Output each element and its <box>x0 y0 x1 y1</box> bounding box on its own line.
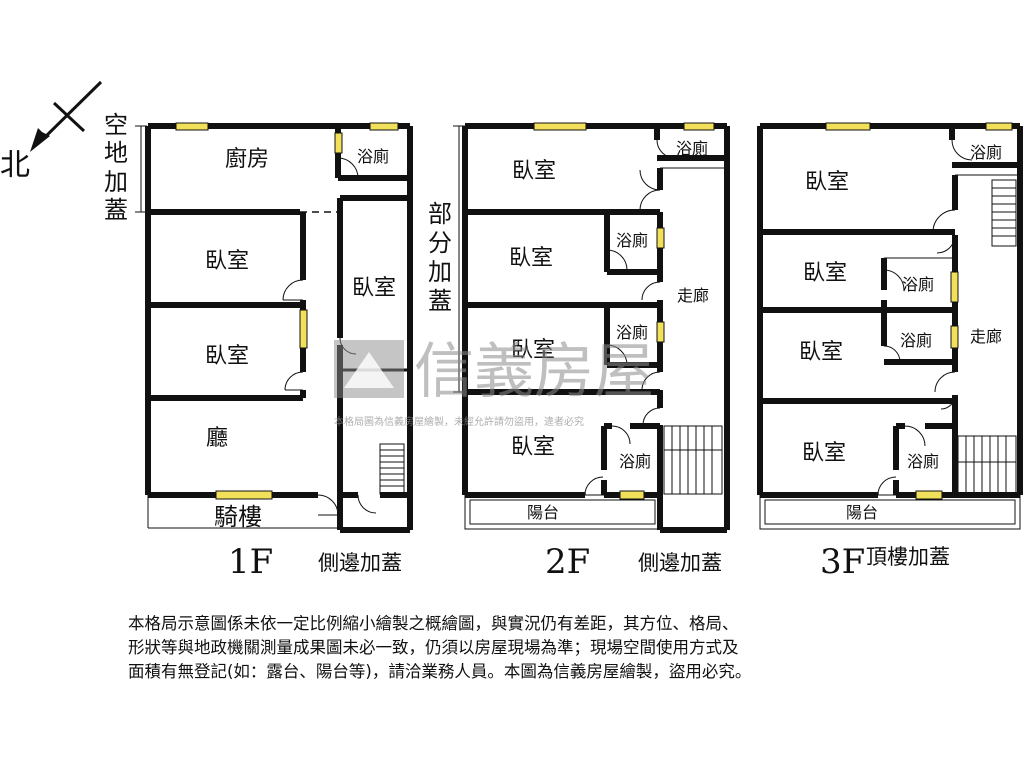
side-label-2f: 側邊加蓋 <box>638 551 722 575</box>
room-label-3f-bath-1: 浴廁 <box>970 143 1002 162</box>
compass-cross-line <box>52 101 86 133</box>
room-label-2f-bath-4: 浴廁 <box>619 452 651 471</box>
open-space-char-1: 空 <box>104 111 128 139</box>
room-label-living: 廳 <box>206 426 228 451</box>
room-label-2f-balcony: 陽台 <box>527 503 559 522</box>
room-label-2f-bath-1: 浴廁 <box>676 139 708 158</box>
disclaimer: 本格局示意圖係未依一定比例縮小繪製之概繪圖，與實況仍有差距，其方位、格局、 形狀… <box>128 612 898 684</box>
room-label-3f-balcony: 陽台 <box>846 503 878 522</box>
partial-addition-label: 部 分 加 蓋 <box>428 125 465 393</box>
side-label-1f: 側邊加蓋 <box>318 551 402 575</box>
stairs-3f-upper <box>991 179 1017 247</box>
open-space-char-3: 加 <box>104 168 128 196</box>
watermark-notice: 本格局圖為信義房屋繪製，未經允許請勿盜用，違者必究 <box>334 415 584 428</box>
room-label-2f-bedroom-1: 臥室 <box>512 159 556 184</box>
room-label-3f-bedroom-4: 臥室 <box>802 441 846 466</box>
doors-1f <box>282 157 377 516</box>
doors-3f <box>877 139 973 496</box>
north-label: 北 <box>0 148 30 183</box>
disclaimer-line-2: 形狀等與地政機關測量成果圖未必一致，仍須以房屋現場為準；現場空間使用方式及 <box>128 638 739 657</box>
watermark: 信義房屋 本格局圖為信義房屋繪製，未經允許請勿盜用，違者必究 <box>334 337 654 428</box>
floor-label-1f: 1F <box>228 542 273 582</box>
compass: 北 <box>0 80 103 183</box>
room-label-3f-bedroom-1: 臥室 <box>805 170 849 195</box>
disclaimer-line-3: 面積有無登記(如：露台、陽台等)，請洽業務人員。本圖為信義房屋繪製，盜用必究。 <box>128 662 752 681</box>
partial-char-4: 蓋 <box>428 287 452 315</box>
room-label-2f-bath-2: 浴廁 <box>616 231 648 250</box>
room-label-bedroom-1: 臥室 <box>205 249 249 274</box>
room-label-3f-bath-4: 浴廁 <box>907 452 939 471</box>
open-space-addition-label: 空 地 加 蓋 <box>104 111 147 224</box>
room-label-3f-bedroom-2: 臥室 <box>803 261 847 286</box>
windows-2f <box>533 122 715 500</box>
room-label-2f-bedroom-4: 臥室 <box>511 435 555 460</box>
partial-char-3: 加 <box>428 258 452 286</box>
windows-1f <box>175 122 399 500</box>
room-label-2f-bedroom-3: 臥室 <box>511 338 555 363</box>
room-label-3f-bath-2: 浴廁 <box>902 275 934 294</box>
side-label-3f: 頂樓加蓋 <box>866 545 950 569</box>
windows-3f <box>825 122 1013 500</box>
watermark-brand: 信義房屋 <box>414 337 654 407</box>
disclaimer-line-1: 本格局示意圖係未依一定比例縮小繪製之概繪圖，與實況仍有差距，其方位、格局、 <box>128 614 739 633</box>
partial-char-1: 部 <box>428 200 452 228</box>
room-label-bath: 浴廁 <box>357 147 389 166</box>
open-space-char-4: 蓋 <box>104 196 128 224</box>
north-arrow-icon <box>30 128 50 152</box>
stairs-1f <box>379 443 405 495</box>
room-label-bedroom-side: 臥室 <box>352 276 396 301</box>
floor-label-2f: 2F <box>545 542 590 582</box>
floor-2f-plan: 臥室 臥室 臥室 臥室 浴廁 浴廁 浴廁 浴廁 走廊 陽台 2F 側邊加蓋 <box>462 122 730 582</box>
stairs-2f <box>663 425 723 495</box>
room-label-2f-bedroom-2: 臥室 <box>509 246 553 271</box>
room-label-kitchen: 廚房 <box>225 147 269 172</box>
room-label-arcade: 騎樓 <box>214 503 262 531</box>
room-label-3f-bedroom-3: 臥室 <box>799 340 843 365</box>
floor-label-3f: 3F <box>820 542 865 582</box>
room-label-3f-bath-3: 浴廁 <box>900 331 932 350</box>
room-label-2f-bath-3: 浴廁 <box>616 323 648 342</box>
open-space-char-2: 地 <box>104 139 128 167</box>
room-label-2f-corridor: 走廊 <box>677 286 709 305</box>
partial-char-2: 分 <box>428 229 452 257</box>
room-label-3f-corridor: 走廊 <box>970 327 1002 346</box>
compass-arrow-line <box>40 80 103 142</box>
room-label-bedroom-2: 臥室 <box>205 344 249 369</box>
stairs-3f-lower <box>957 435 1017 495</box>
floor-3f-plan: 臥室 臥室 臥室 臥室 浴廁 浴廁 浴廁 浴廁 走廊 陽台 3F 頂樓加蓋 <box>757 122 1023 582</box>
doors-2f <box>584 139 676 496</box>
